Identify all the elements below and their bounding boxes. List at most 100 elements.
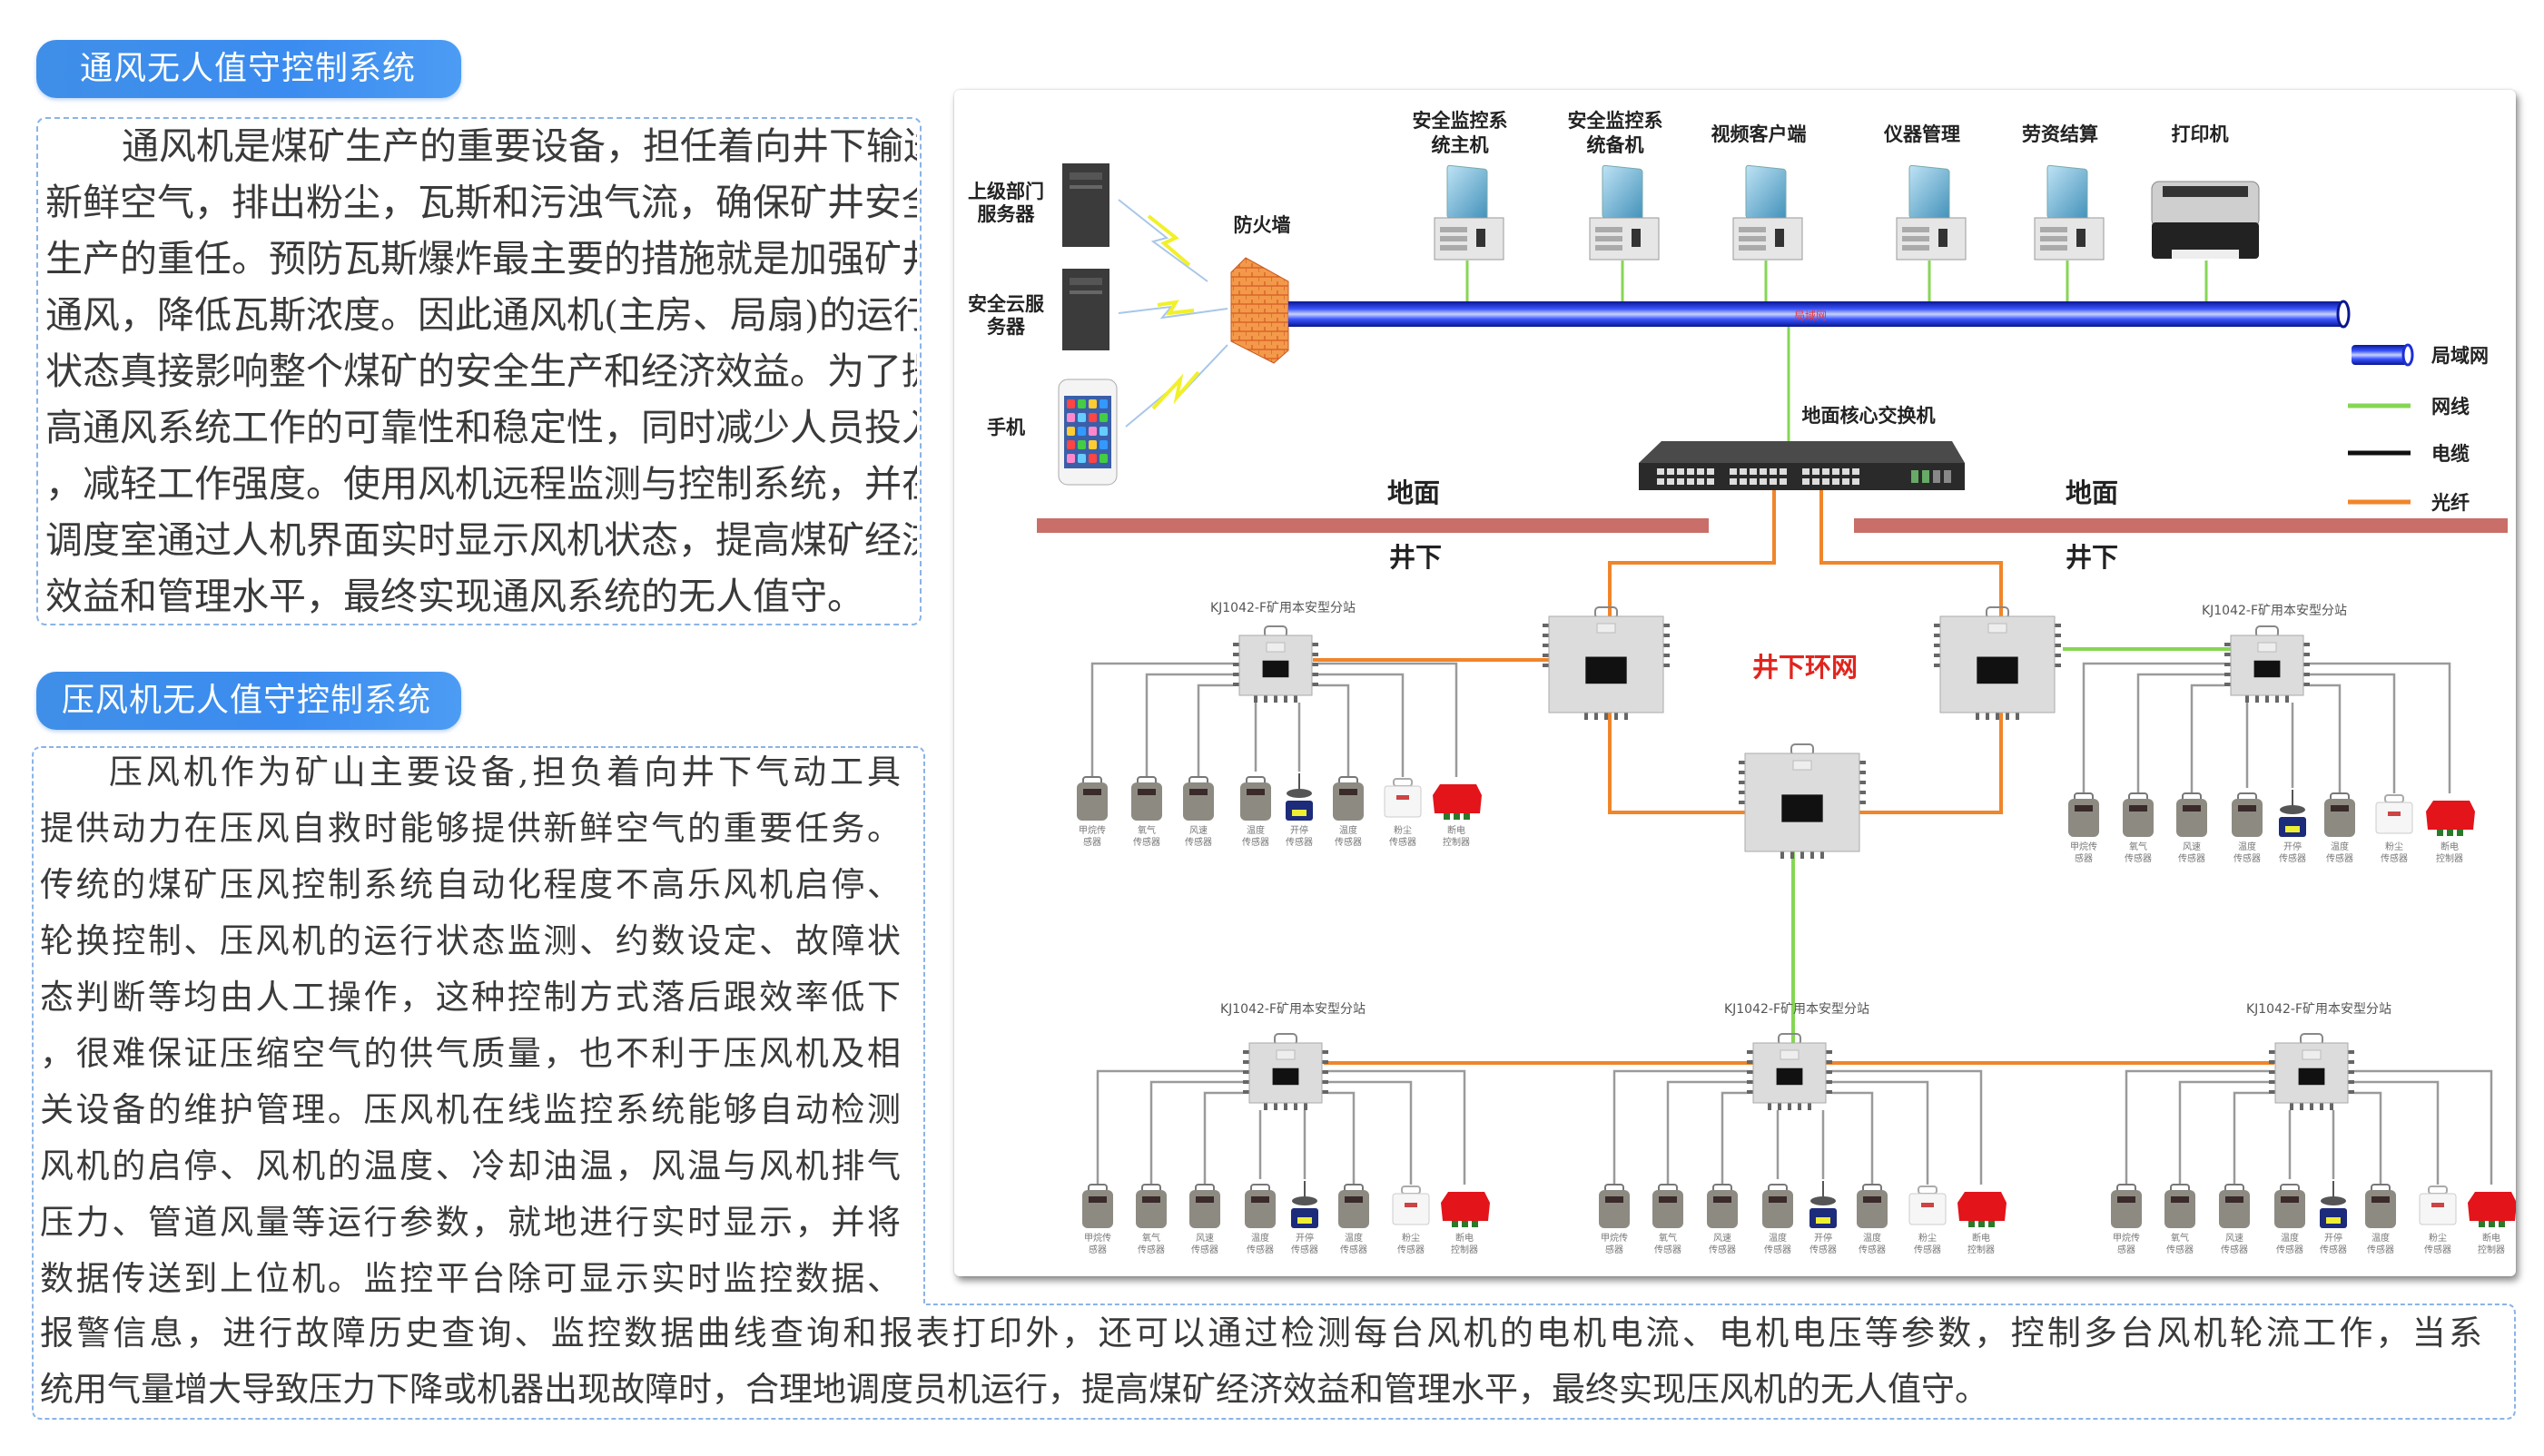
sensor-label: 温度 xyxy=(1247,824,1265,836)
paragraph-line: 提供动力在压风自救时能够提供新鲜空气的重要任务。 xyxy=(40,809,901,848)
gas-sensor-icon xyxy=(1652,1184,1683,1228)
paragraph-line: ，很难保证压缩空气的供气质量，也不利于压风机及相 xyxy=(40,1034,901,1073)
sensor-label: 温度 xyxy=(2281,1232,2299,1244)
sensor-label: 感器 xyxy=(2075,852,2093,864)
sensor-label: 感器 xyxy=(1605,1244,1623,1255)
gas-sensor-icon xyxy=(2274,1184,2305,1228)
sensor-label: 传感器 xyxy=(1340,1244,1367,1255)
sensor-label: 传感器 xyxy=(1247,1244,1274,1255)
sensor-label: 温度 xyxy=(1345,1232,1363,1244)
sensor-label: 粉尘 xyxy=(2429,1232,2447,1244)
sensor-label: 传感器 xyxy=(1335,836,1362,848)
gas-sensor-icon xyxy=(1338,1184,1369,1228)
sensor-label: 传感器 xyxy=(1764,1244,1791,1255)
substation-label: KJ1042-F矿用本安型分站 xyxy=(1210,601,1356,615)
sensor-label: 断电 xyxy=(2440,841,2459,852)
paragraph-line: 轮换控制、压风机的运行状态监测、约数设定、故障状 xyxy=(40,921,901,960)
sensor-label: 氧气 xyxy=(1142,1232,1160,1244)
sensor-label: 传感器 xyxy=(2367,1244,2394,1255)
underground-label: 井下 xyxy=(1389,542,1442,573)
sensor-label: 开停 xyxy=(2283,841,2302,852)
sensor-label: 传感器 xyxy=(1709,1244,1736,1255)
substation-label: KJ1042-F矿用本安型分站 xyxy=(1220,1002,1366,1017)
gas-sensor-icon xyxy=(2164,1184,2195,1228)
sensor-cables xyxy=(2082,662,2451,793)
sensor-label: 传感器 xyxy=(2279,852,2306,864)
sensor-label: 传感器 xyxy=(1242,836,1269,848)
sensor-label: 断电 xyxy=(1972,1232,1990,1244)
power-cutoff-controller-icon xyxy=(2468,1192,2517,1227)
sensor-cables xyxy=(1096,1069,1466,1185)
workstation-label: 仪器管理 xyxy=(1883,123,1960,145)
sensor-label: 感器 xyxy=(1089,1244,1107,1255)
sensor-label: 风速 xyxy=(1189,825,1208,836)
gas-sensor-icon xyxy=(1240,776,1271,821)
gas-sensor-icon xyxy=(1131,776,1162,821)
sensor-label: 温度 xyxy=(2331,841,2349,852)
sensor-label: 传感器 xyxy=(2381,852,2408,864)
sensor-label: 传感器 xyxy=(1191,1244,1218,1255)
sensor-label: 传感器 xyxy=(2276,1244,2303,1255)
paragraph-line: 统用气量增大导致压力下降或机器出现故障时，合理地调度员机运行，提高煤矿经济效益和… xyxy=(40,1370,1988,1409)
substation-label: KJ1042-F矿用本安型分站 xyxy=(2246,1002,2391,1017)
power-cutoff-controller-icon xyxy=(1441,1192,1490,1227)
sensor-label: 温度 xyxy=(1863,1232,1881,1244)
gas-sensor-icon xyxy=(2123,792,2154,837)
workstation-label: 劳资结算 xyxy=(2022,123,2098,145)
paragraph-line: 风机的启停、风机的温度、冷却油温，风温与风机排气 xyxy=(40,1146,901,1185)
server-label: 安全云服 xyxy=(968,293,1045,315)
lan-label: 局域网 xyxy=(1794,310,1827,322)
sensor-label: 氧气 xyxy=(2129,841,2147,852)
printer-label: 打印机 xyxy=(2172,123,2229,145)
gas-sensor-icon xyxy=(2324,792,2355,837)
fiber-links xyxy=(1313,490,2274,1065)
sensor-label: 风速 xyxy=(2225,1233,2243,1244)
lan-backbone: 局域网 xyxy=(1288,300,2351,329)
gas-sensor-icon xyxy=(2068,792,2099,837)
gas-sensor-icon xyxy=(1857,1184,1888,1228)
sensor-label: 传感器 xyxy=(1654,1244,1681,1255)
sensor-label: 控制器 xyxy=(2478,1244,2505,1255)
sensor-label: 温度 xyxy=(1251,1232,1269,1244)
gas-sensor-icon xyxy=(1136,1184,1167,1228)
workstation: 视频客户端 xyxy=(1711,123,1807,302)
ring-substation xyxy=(1934,606,2061,720)
sensor-label: 传感器 xyxy=(1291,1244,1318,1255)
gas-sensor-icon xyxy=(1183,776,1214,821)
gas-sensor-icon xyxy=(1707,1184,1738,1228)
workstation-label: 统备机 xyxy=(1587,134,1644,156)
sensor-label: 传感器 xyxy=(1859,1244,1886,1255)
sensor-label: 传感器 xyxy=(2320,1244,2347,1255)
paragraph-line: 调度室通过人机界面实时显示风机状态，提高煤矿经济 xyxy=(45,518,917,562)
sensor-label: 开停 xyxy=(2324,1232,2342,1244)
network-cable-links xyxy=(1791,647,2231,1044)
workstation-label: 统主机 xyxy=(1432,134,1489,156)
paragraph-line: 通风，降低瓦斯浓度。因此通风机(主房、局扇)的运行 xyxy=(45,293,917,337)
sensor-label: 传感器 xyxy=(1286,836,1313,848)
security-cloud-server: 安全云服 务器 xyxy=(968,269,1109,350)
gas-sensor-icon xyxy=(1077,776,1108,821)
upper-department-server: 上级部门 服务器 xyxy=(968,163,1109,247)
on-off-sensor-icon xyxy=(2279,790,2306,837)
sensor-label: 控制器 xyxy=(1443,836,1470,848)
sensor-label: 甲烷传 xyxy=(1084,1232,1111,1244)
section-heading-ventilation: 通风无人值守控制系统 xyxy=(36,40,461,98)
sensor-label: 风速 xyxy=(2183,841,2201,852)
on-off-sensor-icon xyxy=(1286,773,1313,821)
gas-sensor-icon xyxy=(1333,776,1364,821)
paragraph-line: 状态真接影响整个煤矿的安全生产和经济效益。为了提 xyxy=(45,349,917,393)
